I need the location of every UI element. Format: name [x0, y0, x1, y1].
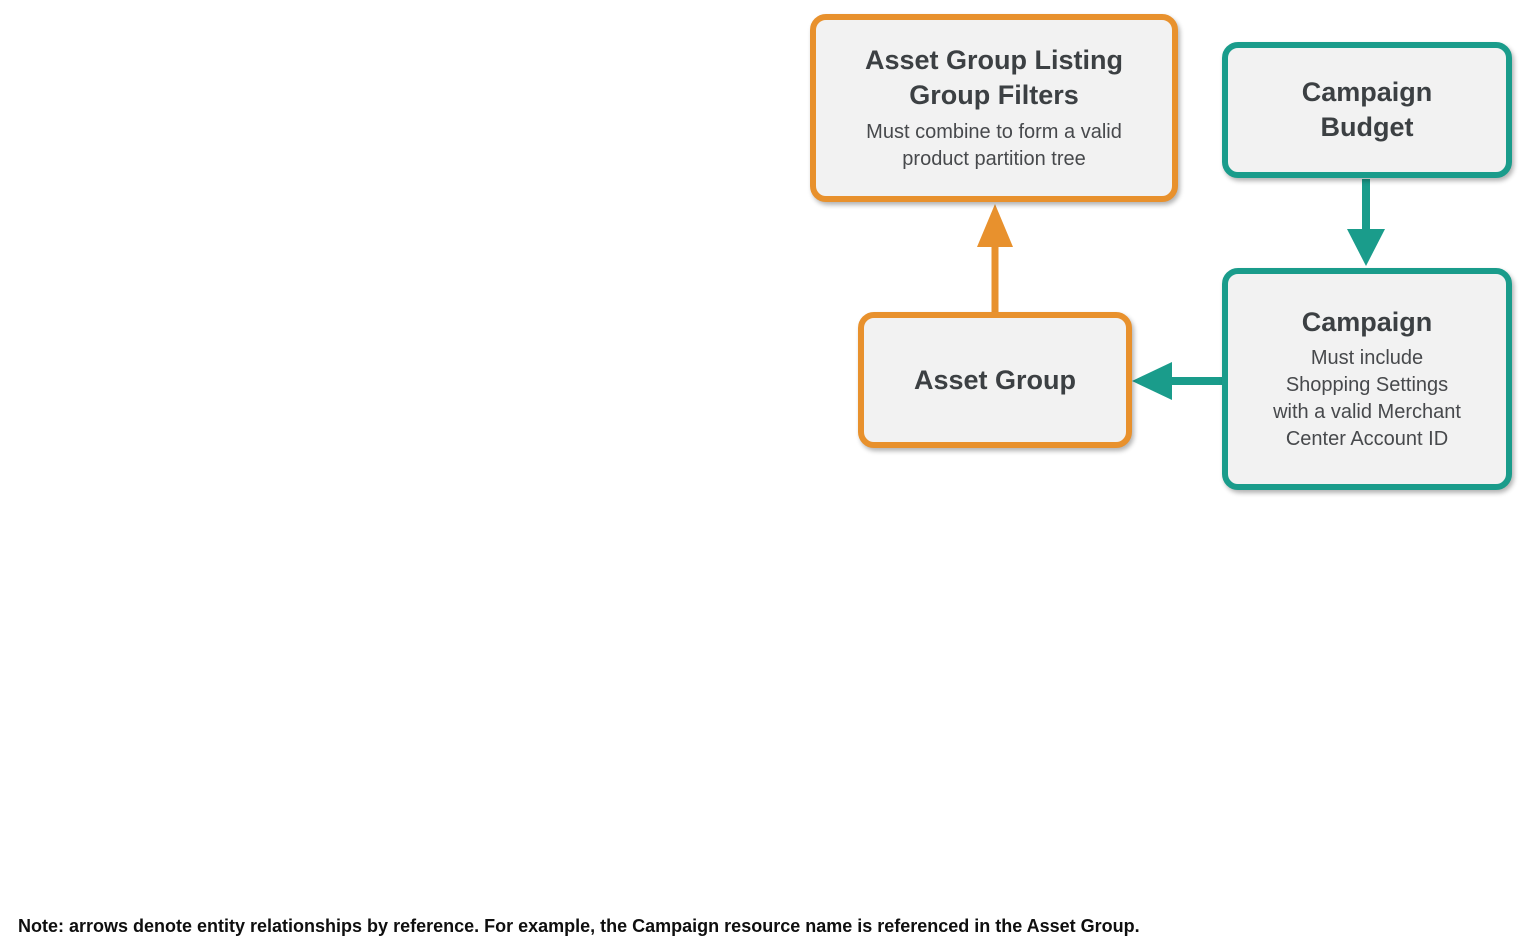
- node-campaign-budget: Campaign Budget: [1222, 42, 1512, 178]
- node-asset-group: Asset Group: [858, 312, 1132, 448]
- node-title: Campaign: [1301, 306, 1433, 337]
- node-subtitle: Must include Shopping Settings with a va…: [1273, 347, 1461, 451]
- node-title: Campaign Budget: [1301, 77, 1433, 142]
- node-campaign: Campaign Must include Shopping Settings …: [1222, 268, 1512, 490]
- arrow-head-up-icon: [977, 204, 1013, 247]
- footnote: Note: arrows denote entity relationships…: [18, 916, 1140, 936]
- node-asset-group-listing-group-filters: Asset Group Listing Group Filters Must c…: [810, 14, 1178, 202]
- arrow-head-left-icon: [1132, 362, 1172, 400]
- arrow-head-down-icon: [1347, 229, 1385, 266]
- arrow-asset-group-to-listing-filters: [977, 204, 1013, 313]
- arrow-campaign-budget-to-campaign: [1347, 179, 1385, 266]
- node-title: Asset Group: [913, 364, 1077, 395]
- node-subtitle: Must combine to form a valid product par…: [866, 120, 1122, 170]
- node-title: Asset Group Listing Group Filters: [864, 45, 1124, 110]
- arrow-campaign-to-asset-group: [1132, 362, 1222, 400]
